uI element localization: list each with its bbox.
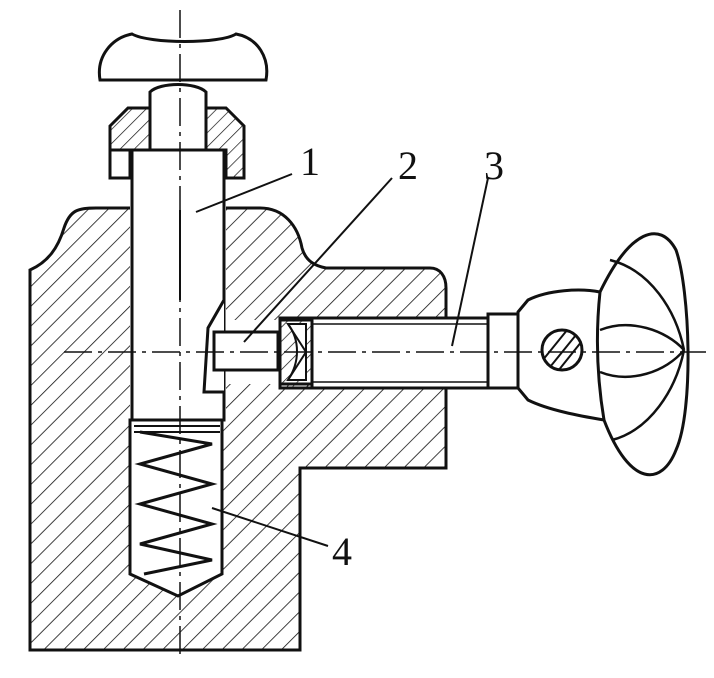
plunger-part-1	[130, 148, 226, 422]
label-part-3: 3	[484, 143, 504, 188]
label-part-4: 4	[332, 529, 352, 574]
label-part-1: 1	[300, 139, 320, 184]
leader-lines	[195, 173, 489, 547]
side-handle	[516, 232, 690, 477]
pin-part-2	[212, 316, 314, 390]
shaft-part-3	[310, 312, 520, 390]
center-lines	[64, 10, 706, 660]
spring-part-4	[134, 425, 220, 576]
label-part-2: 2	[398, 143, 418, 188]
top-knob	[97, 32, 269, 82]
housing-body	[28, 206, 448, 652]
top-nut	[108, 83, 246, 180]
